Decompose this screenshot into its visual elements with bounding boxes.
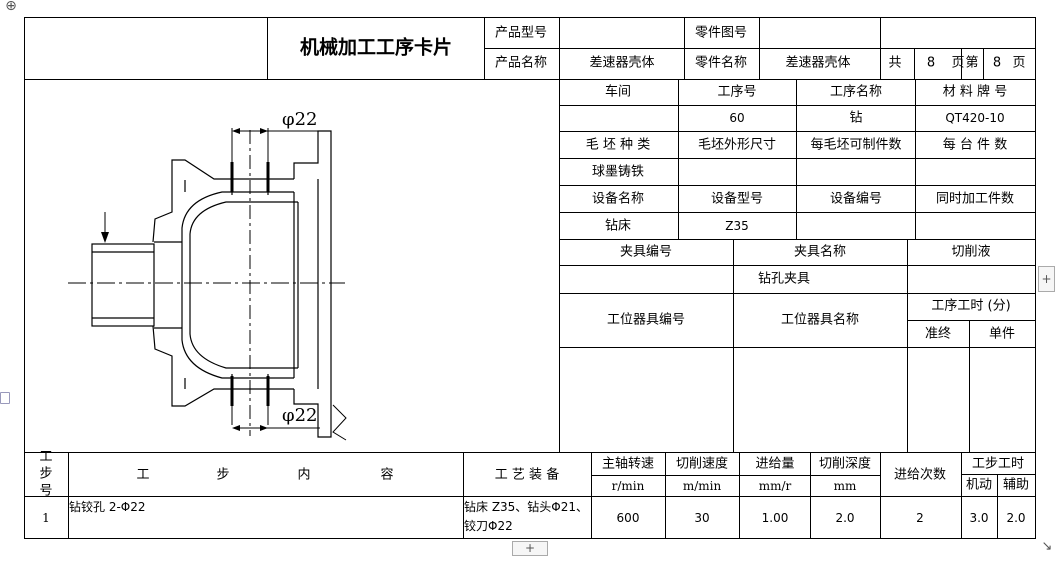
blank-size-header: 毛坯外形尺寸 bbox=[697, 137, 777, 153]
cut-depth-header: 切削深度 bbox=[818, 456, 872, 472]
prep-end-header: 准终 bbox=[924, 326, 952, 342]
equipment-model-value: Z35 bbox=[725, 219, 749, 233]
step-content-cell: 钻铰孔 2-Φ22 bbox=[69, 500, 146, 514]
process-no-header: 工序号 bbox=[717, 84, 757, 100]
equipment-model-header: 设备型号 bbox=[710, 191, 764, 207]
material-value: QT420-10 bbox=[945, 111, 1005, 125]
material-header: 材 料 牌 号 bbox=[942, 84, 1008, 100]
process-no-value: 60 bbox=[729, 111, 745, 125]
add-column-button[interactable]: + bbox=[1038, 266, 1055, 292]
machine-time-header: 机动 bbox=[965, 477, 993, 493]
content-header-3: 内 bbox=[297, 467, 311, 483]
equipment-name-header: 设备名称 bbox=[591, 191, 645, 207]
total-unit: 页 bbox=[951, 55, 965, 71]
table-move-handle[interactable]: ⊕ bbox=[5, 0, 17, 14]
blank-type-header: 毛 坯 种 类 bbox=[585, 137, 651, 153]
parts-per-unit-header: 每 台 件 数 bbox=[942, 137, 1008, 153]
total-label: 共 bbox=[888, 55, 902, 71]
workshop-header: 车间 bbox=[604, 84, 632, 100]
content-header-4: 容 bbox=[380, 467, 394, 483]
cut-depth-cell: 2.0 bbox=[835, 511, 855, 525]
page-unit: 页 bbox=[1012, 55, 1026, 71]
cutting-speed-header: 切削速度 bbox=[675, 456, 729, 472]
passes-cell: 2 bbox=[916, 511, 924, 525]
passes-header: 进给次数 bbox=[893, 467, 947, 483]
aux-time-header: 辅助 bbox=[1002, 477, 1030, 493]
step-no-header: 工步号 bbox=[39, 449, 53, 499]
product-model-label: 产品型号 bbox=[494, 25, 548, 41]
process-name-header: 工序名称 bbox=[829, 84, 883, 100]
coolant-header: 切削液 bbox=[951, 244, 991, 260]
machine-time-cell: 3.0 bbox=[969, 511, 989, 525]
feed-header: 进给量 bbox=[755, 456, 795, 472]
total-pages: 8 bbox=[926, 55, 936, 71]
content-header-1: 工 bbox=[136, 467, 150, 483]
step-equipment-line1: 钻床 Z35、钻头Φ21、 bbox=[464, 500, 589, 514]
equipment-name-value: 钻床 bbox=[604, 218, 632, 234]
process-time-header: 工序工时 (分) bbox=[931, 298, 1011, 314]
fixture-name-header: 夹具名称 bbox=[793, 244, 847, 260]
add-row-button[interactable]: + bbox=[512, 541, 548, 556]
part-sketch bbox=[68, 128, 347, 441]
equipment-header: 工 艺 装 备 bbox=[494, 467, 560, 483]
equipment-number-header: 设备编号 bbox=[829, 191, 883, 207]
step-time-header: 工步工时 bbox=[971, 456, 1025, 472]
feed-unit: mm/r bbox=[758, 479, 792, 493]
cutting-speed-unit: m/min bbox=[682, 479, 722, 493]
card-title: 机械加工工序卡片 bbox=[299, 36, 453, 59]
part-name-value: 差速器壳体 bbox=[785, 55, 851, 71]
blank-type-value: 球墨铸铁 bbox=[591, 164, 645, 180]
product-name-label: 产品名称 bbox=[494, 55, 548, 71]
fixture-number-header: 夹具编号 bbox=[619, 244, 673, 260]
station-tool-number-header: 工位器具编号 bbox=[606, 312, 686, 328]
spindle-speed-unit: r/min bbox=[611, 479, 645, 493]
aux-time-cell: 2.0 bbox=[1006, 511, 1026, 525]
station-tool-name-header: 工位器具名称 bbox=[780, 312, 860, 328]
simultaneous-parts-header: 同时加工件数 bbox=[935, 191, 1015, 207]
paragraph-mark-icon bbox=[0, 392, 10, 404]
unit-time-header: 单件 bbox=[988, 326, 1016, 342]
product-name-value: 差速器壳体 bbox=[589, 55, 655, 71]
step-equipment-line2: 铰刀Φ22 bbox=[464, 519, 513, 533]
spindle-speed-cell: 600 bbox=[616, 511, 640, 525]
step-no-cell: 1 bbox=[42, 511, 50, 525]
part-drawing-label: 零件图号 bbox=[694, 25, 748, 41]
page-label: 第 bbox=[965, 55, 979, 71]
spindle-speed-header: 主轴转速 bbox=[601, 456, 655, 472]
resize-handle[interactable]: ↘ bbox=[1041, 539, 1053, 554]
content-header-2: 步 bbox=[216, 467, 230, 483]
cut-depth-unit: mm bbox=[833, 479, 857, 493]
fixture-name-value: 钻孔夹具 bbox=[757, 271, 811, 287]
process-name-value: 钻 bbox=[849, 110, 863, 126]
dimension-top-label: φ22 bbox=[282, 109, 318, 130]
feed-cell: 1.00 bbox=[761, 511, 789, 525]
page-number: 8 bbox=[992, 55, 1002, 71]
part-name-label: 零件名称 bbox=[694, 55, 748, 71]
cutting-speed-cell: 30 bbox=[694, 511, 710, 525]
parts-per-blank-header: 每毛坯可制件数 bbox=[810, 137, 902, 153]
dimension-bottom-label: φ22 bbox=[282, 405, 318, 426]
